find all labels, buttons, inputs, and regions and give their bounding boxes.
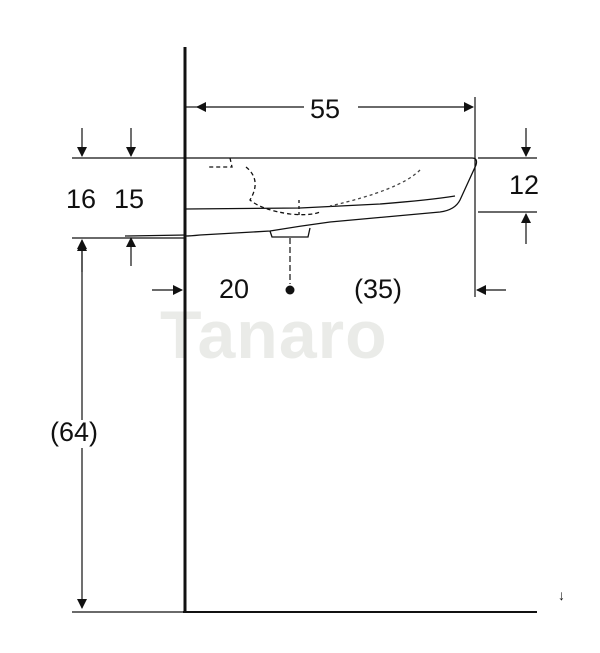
dim-15-label: 15 bbox=[114, 184, 144, 214]
wall-and-floor bbox=[183, 47, 537, 613]
bowl-hidden-line bbox=[245, 166, 321, 216]
watermark-text: Tanaro bbox=[160, 297, 388, 373]
overflow-hidden-line bbox=[209, 157, 233, 168]
basin-outline bbox=[185, 157, 478, 237]
basin-profile bbox=[185, 157, 478, 238]
dim-20-label: 20 bbox=[219, 274, 249, 304]
dim-16-label: 16 bbox=[66, 184, 96, 214]
drain-center-dot bbox=[285, 285, 295, 295]
corner-mark-icon: ↓ bbox=[558, 587, 565, 603]
bowl-shading-line bbox=[329, 169, 421, 207]
dim-55-label: 55 bbox=[310, 94, 340, 124]
dim-64-label: (64) bbox=[50, 417, 98, 447]
dim-12-label: 12 bbox=[509, 170, 539, 200]
dimension-floor bbox=[72, 241, 183, 613]
dimension-15 bbox=[124, 128, 187, 266]
extension-lines bbox=[72, 97, 537, 297]
basin-bowl-line bbox=[185, 195, 456, 210]
basin-drain-body bbox=[269, 227, 311, 238]
dim-35-label: (35) bbox=[354, 274, 402, 304]
dim-15-ext bbox=[124, 234, 187, 237]
